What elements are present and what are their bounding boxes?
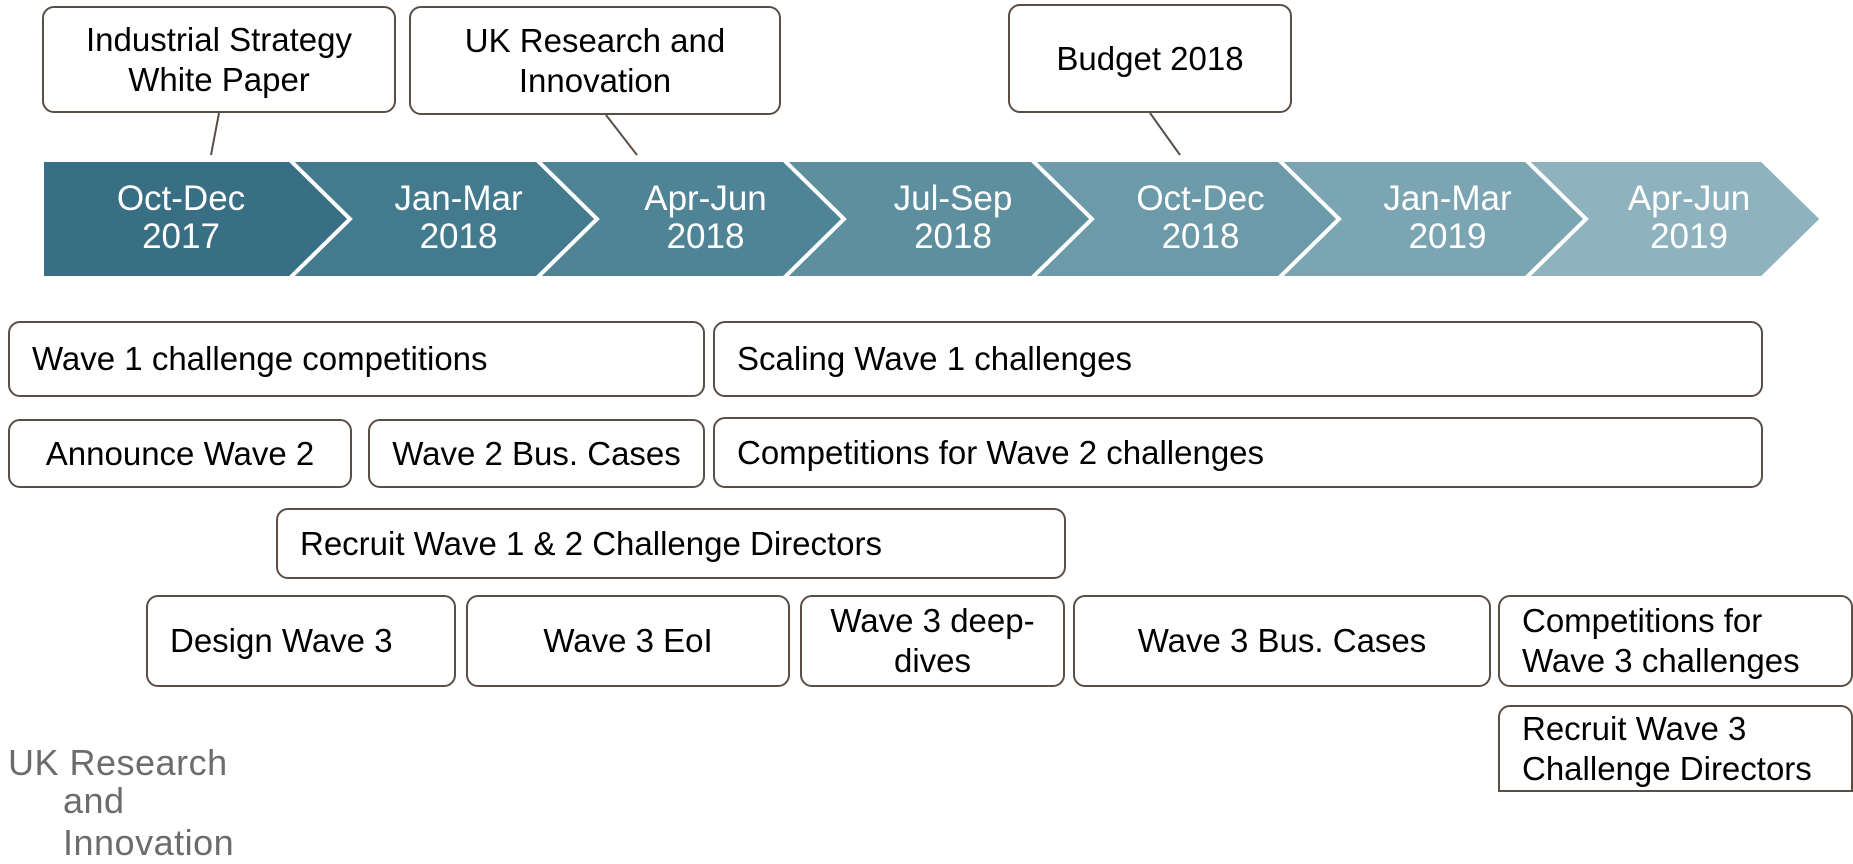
timeline-period-year: 2018 <box>1161 217 1240 256</box>
timeline-chevron <box>1521 158 1825 280</box>
activity-competitions-wave3-line2: Wave 3 challenges <box>1522 642 1800 679</box>
connector-white-paper <box>210 112 220 156</box>
timeline-period-months: Jan-Mar <box>394 179 523 218</box>
activity-scaling-wave1: Scaling Wave 1 challenges <box>713 321 1763 397</box>
activity-recruit-wave3: Recruit Wave 3 Challenge Directors <box>1498 705 1853 792</box>
activity-wave2-bus-cases-label: Wave 2 Bus. Cases <box>392 434 681 472</box>
timeline-period-months: Jul-Sep <box>893 179 1013 218</box>
timeline-period-months: Apr-Jun <box>644 179 767 218</box>
activity-recruit-wave12-label: Recruit Wave 1 & 2 Challenge Directors <box>300 524 883 562</box>
activity-competitions-wave2: Competitions for Wave 2 challenges <box>713 417 1763 488</box>
activity-wave3-eoi-label: Wave 3 EoI <box>543 622 713 659</box>
timeline-period-months: Apr-Jun <box>1627 179 1751 218</box>
activity-announce-wave2-label: Announce Wave 2 <box>45 434 315 472</box>
activity-wave1-competitions: Wave 1 challenge competitions <box>8 321 705 397</box>
milestone-connectors <box>210 112 1181 156</box>
activity-competitions-wave3: Competitions for Wave 3 challenges <box>1498 595 1853 687</box>
activity-competitions-wave3-line1: Competitions for <box>1522 602 1763 639</box>
activity-wave3-bus-cases: Wave 3 Bus. Cases <box>1073 595 1491 687</box>
activity-design-wave3-label: Design Wave 3 <box>170 622 393 659</box>
activity-wave3-deep-dives: Wave 3 deep- dives <box>800 595 1065 687</box>
milestone-ukri-line1: UK Research and <box>464 21 726 59</box>
connector-budget <box>1149 112 1181 156</box>
timeline-period-months: Oct-Dec <box>1136 179 1265 218</box>
timeline-period-months: Oct-Dec <box>116 179 246 218</box>
connector-ukri <box>605 114 638 156</box>
ukri-logo-line2: and Innovation <box>63 780 235 863</box>
activity-recruit-wave3-line1: Recruit Wave 3 <box>1522 709 1747 747</box>
timeline-chevrons <box>42 158 1825 280</box>
activity-competitions-wave2-label: Competitions for Wave 2 challenges <box>737 433 1265 471</box>
activity-wave1-competitions-label: Wave 1 challenge competitions <box>32 340 488 377</box>
timeline-period-year: 2017 <box>142 217 220 256</box>
timeline-period-months: Jan-Mar <box>1383 179 1512 218</box>
ukri-logo-line1: UK Research <box>8 742 228 783</box>
milestone-ukri: UK Research and Innovation <box>409 6 781 115</box>
timeline-period-year: 2019 <box>1408 217 1487 256</box>
ukri-logo: UK Research and Innovation <box>8 742 234 863</box>
activity-announce-wave2: Announce Wave 2 <box>8 419 352 488</box>
timeline-period-year: 2018 <box>666 217 745 256</box>
timeline-period-year: 2018 <box>419 217 498 256</box>
activity-scaling-wave1-label: Scaling Wave 1 challenges <box>737 340 1133 377</box>
milestone-budget-label: Budget 2018 <box>1056 39 1244 77</box>
milestone-budget: Budget 2018 <box>1008 4 1292 113</box>
timeline-period-year: 2019 <box>1650 217 1728 256</box>
milestone-white-paper-line2: White Paper <box>128 60 310 98</box>
milestone-ukri-line2: Innovation <box>518 61 672 99</box>
activity-recruit-wave3-line2: Challenge Directors <box>1522 749 1812 787</box>
activity-wave3-bus-cases-label: Wave 3 Bus. Cases <box>1137 622 1427 659</box>
activity-recruit-wave12: Recruit Wave 1 & 2 Challenge Directors <box>276 508 1066 579</box>
milestone-white-paper-line1: Industrial Strategy <box>86 20 352 58</box>
milestone-white-paper: Industrial Strategy White Paper <box>42 6 396 113</box>
activity-design-wave3: Design Wave 3 <box>146 595 456 687</box>
timeline-period-year: 2018 <box>914 217 992 256</box>
activity-wave3-eoi: Wave 3 EoI <box>466 595 790 687</box>
activity-wave2-bus-cases: Wave 2 Bus. Cases <box>368 419 705 488</box>
activity-wave3-deep-dives-line1: Wave 3 deep- <box>830 602 1035 639</box>
activity-wave3-deep-dives-line2: dives <box>893 642 972 679</box>
